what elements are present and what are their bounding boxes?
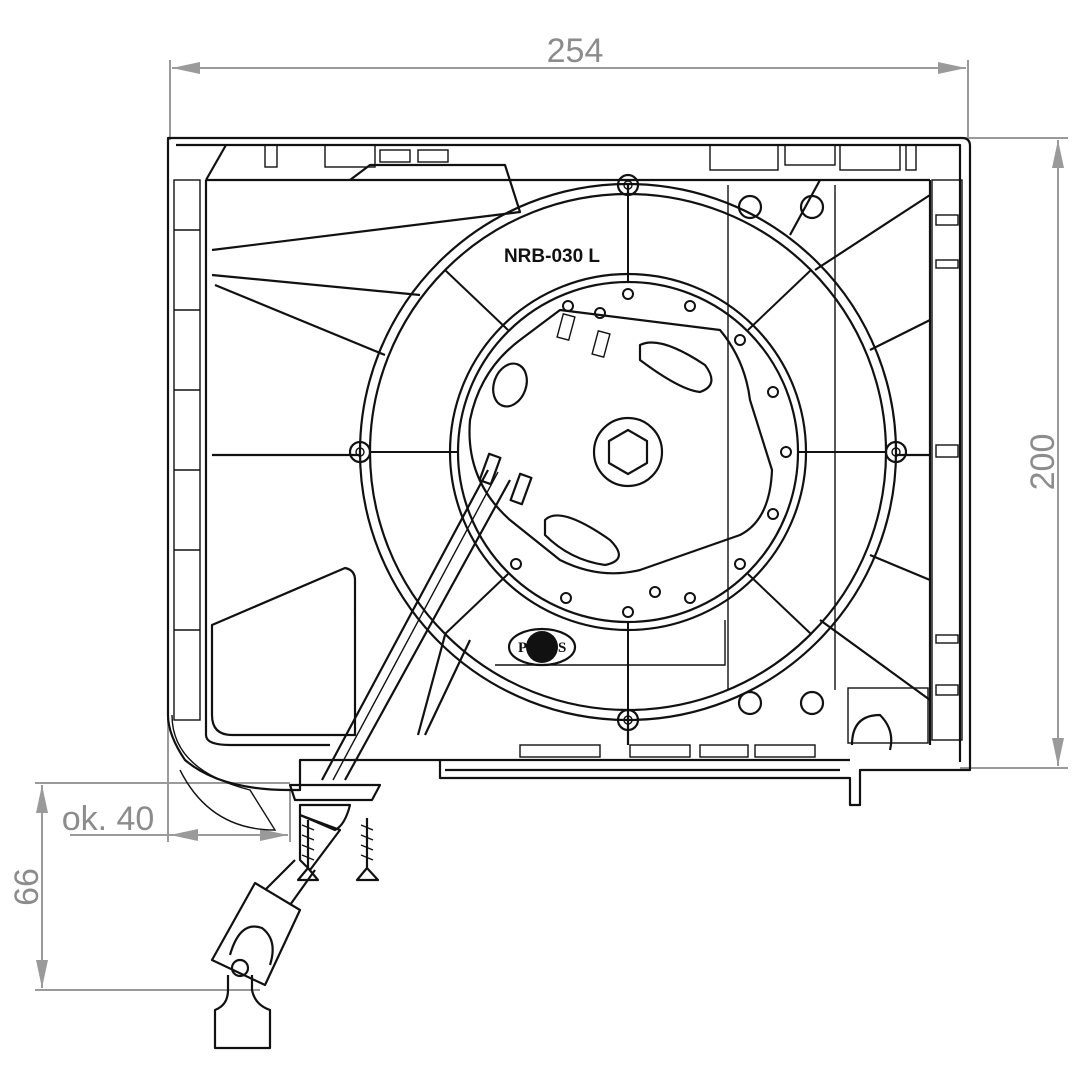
- frame-slots: [174, 144, 959, 696]
- model-label: NRB-030 L: [504, 246, 600, 267]
- drum: NRB-030 L: [348, 173, 908, 732]
- screw-icon: [296, 820, 320, 882]
- drum-bolts: [348, 173, 908, 732]
- crank-handle: [210, 813, 342, 1050]
- housing-ribs: [210, 163, 931, 745]
- height-value: 200: [1024, 434, 1062, 491]
- gear-plate: [468, 288, 792, 618]
- housing: [166, 136, 972, 831]
- dimension-width: 254: [169, 32, 969, 140]
- logo-letter-left: P: [518, 640, 527, 656]
- dimension-offset: ok. 40: [62, 715, 291, 842]
- offset-value: ok. 40: [62, 800, 155, 838]
- plate-holes: [510, 288, 792, 618]
- crank-drop-value: 66: [8, 868, 46, 906]
- crank-rod: [288, 452, 533, 832]
- rail-slots: [519, 687, 929, 758]
- logo-letter-right: S: [558, 640, 566, 656]
- screw-icon: [355, 818, 380, 882]
- manufacturer-logo: P S: [495, 620, 726, 667]
- width-value: 254: [547, 32, 604, 70]
- dimension-height: 200: [960, 137, 1068, 769]
- dimension-crank-drop: 66: [8, 782, 290, 991]
